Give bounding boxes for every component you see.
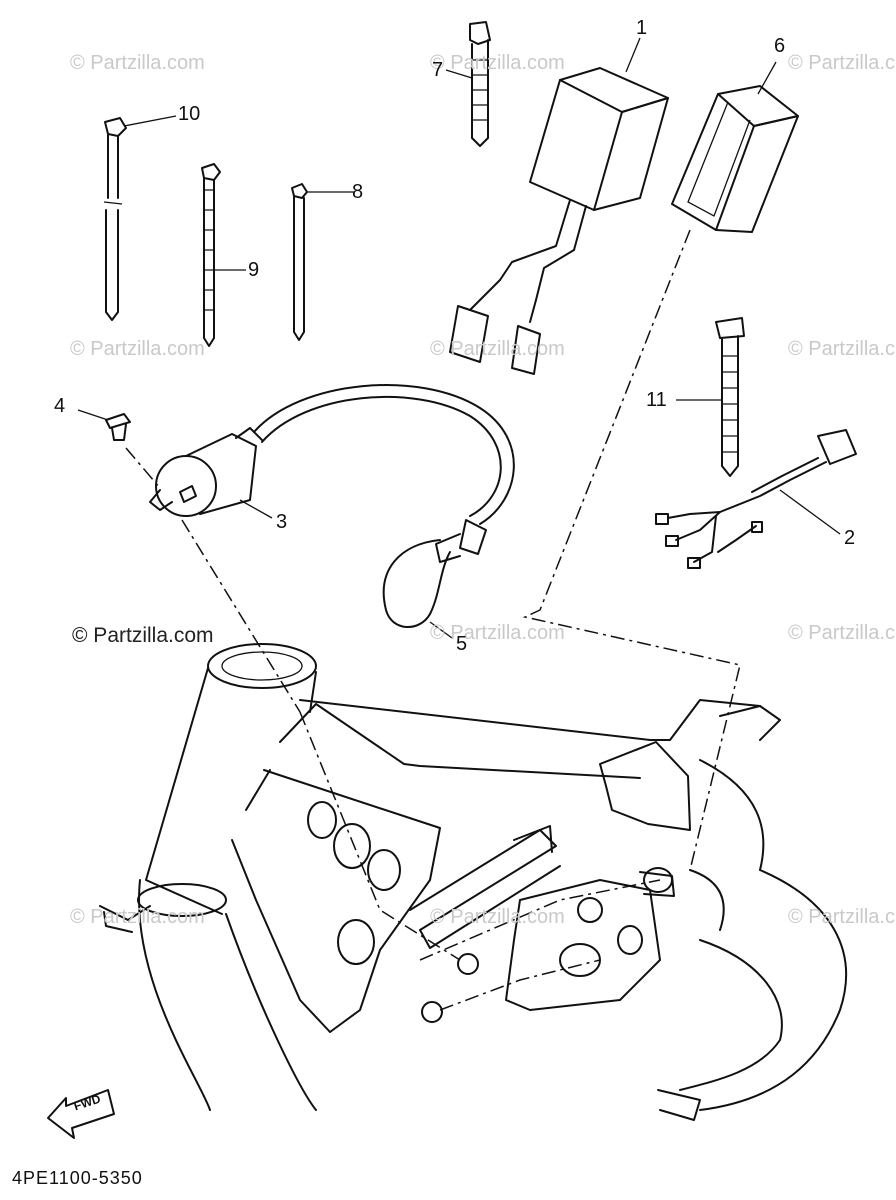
- document-id: 4PE1100-5350: [12, 1168, 143, 1188]
- callout-11[interactable]: 11: [646, 389, 667, 411]
- watermark: © Partzilla.com: [430, 622, 565, 644]
- fwd-arrow-icon: [47, 1089, 115, 1139]
- part-5-plug-cap[interactable]: [382, 519, 487, 628]
- watermark: © Partzilla.com: [788, 52, 896, 74]
- part-3-ignition-coil[interactable]: [149, 427, 263, 517]
- callout-9[interactable]: 9: [248, 259, 260, 281]
- part-9-cable-tie[interactable]: [201, 163, 221, 347]
- frame-gusset-plate: [231, 769, 441, 1033]
- watermark: © Partzilla.com: [788, 338, 896, 360]
- watermark: © Partzilla.com: [70, 338, 205, 360]
- watermark: © Partzilla.com: [430, 906, 565, 928]
- watermark: © Partzilla.com: [430, 338, 565, 360]
- frame-rear-loop: [657, 869, 848, 1121]
- frame-mount-bracket: [409, 825, 675, 1023]
- callout-6[interactable]: 6: [774, 35, 786, 57]
- part-10-cable-tie[interactable]: [103, 117, 127, 321]
- part-4-screw[interactable]: [105, 413, 131, 441]
- callout-10[interactable]: 10: [178, 103, 201, 125]
- part-8-cable-tie[interactable]: [291, 183, 308, 341]
- watermark: © Partzilla.com: [70, 906, 205, 928]
- callout-1[interactable]: 1: [636, 17, 648, 39]
- watermark: © Partzilla.com: [788, 622, 896, 644]
- watermark: © Partzilla.com: [70, 52, 205, 74]
- callout-3[interactable]: 3: [276, 511, 288, 533]
- callout-8[interactable]: 8: [352, 181, 364, 203]
- part-6-cover[interactable]: [671, 85, 799, 233]
- watermark: © Partzilla.com: [788, 906, 896, 928]
- watermark: © Partzilla.com: [430, 52, 565, 74]
- callout-5[interactable]: 5: [456, 633, 468, 655]
- callout-4[interactable]: 4: [54, 395, 66, 417]
- callout-7[interactable]: 7: [432, 59, 444, 81]
- part-2-wire-harness[interactable]: [655, 429, 857, 569]
- part-1-cdi-unit[interactable]: [449, 67, 669, 375]
- callout-2[interactable]: 2: [844, 527, 856, 549]
- frame-main-tubes: [279, 699, 781, 871]
- plug-lead: [253, 384, 515, 525]
- frame-head-pipe: [99, 643, 317, 933]
- frame-down-tube: [138, 879, 317, 1111]
- part-11-cable-tie[interactable]: [715, 317, 745, 477]
- part-7-cable-tie[interactable]: [469, 21, 491, 147]
- watermark-prominent: © Partzilla.com: [72, 624, 214, 647]
